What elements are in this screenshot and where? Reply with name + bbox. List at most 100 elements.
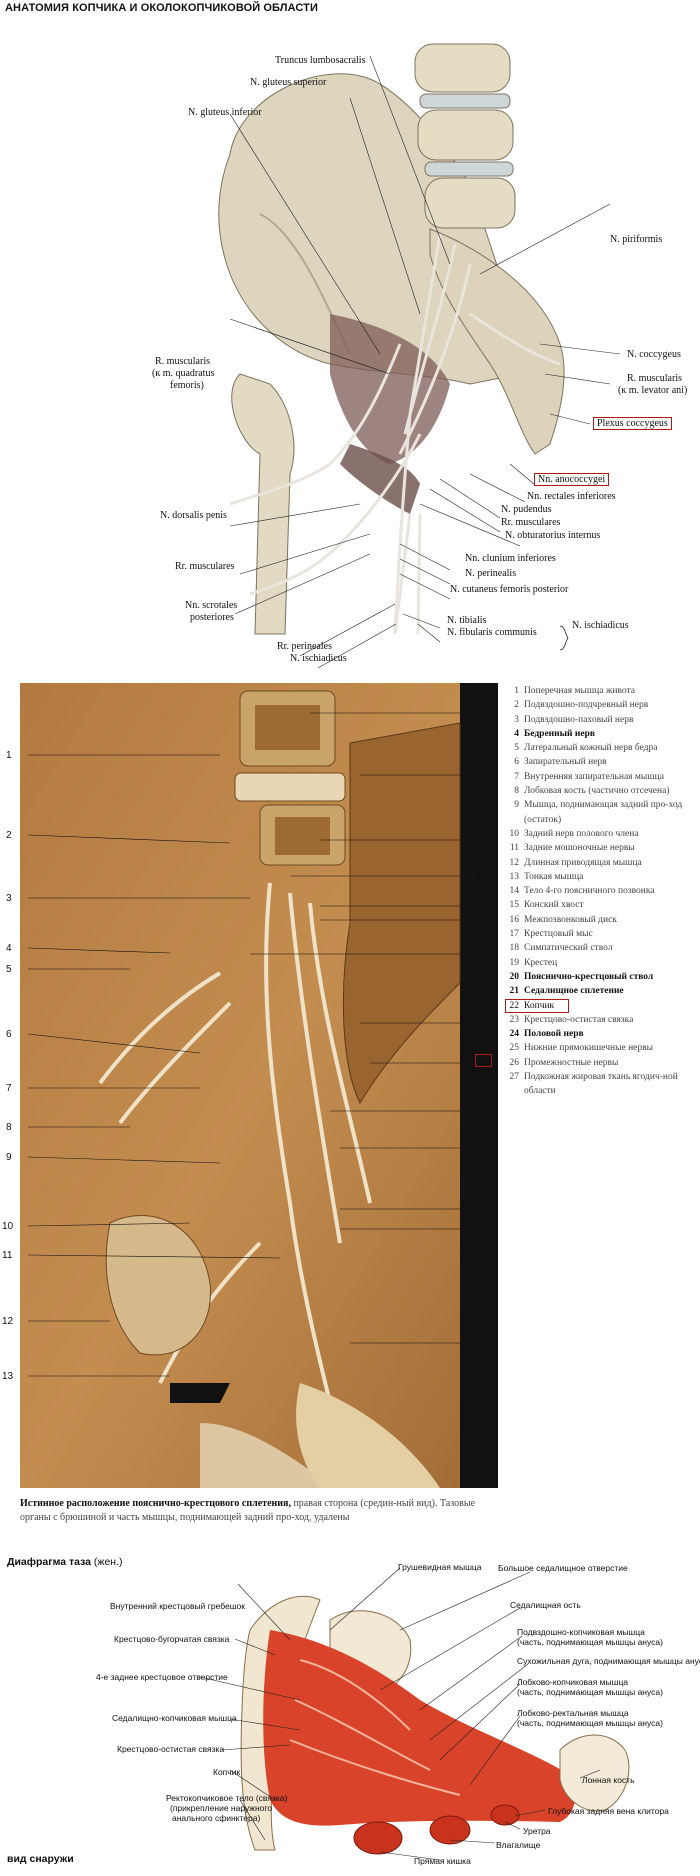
label-podvzdoshno-1: Подвздошно-копчиковая мышца — [517, 1627, 645, 1637]
photo-number-17: 17 — [477, 871, 489, 882]
label-kopchik: Копчик — [213, 1767, 241, 1777]
label-sedalishno-kopchikovaya: Седалищно-копчиковая мышца — [112, 1713, 237, 1723]
label-nn-scrotales-1: Nn. scrotales — [185, 600, 238, 611]
dissection-photo — [20, 683, 498, 1488]
label-n-cutaneus-femoris-posterior: N. cutaneus femoris posterior — [450, 584, 569, 595]
photo-caption: Истинное расположение пояснично-крестцов… — [20, 1498, 476, 1523]
label-vlagalishe: Влагалище — [496, 1840, 541, 1850]
photo-number-6: 6 — [6, 1029, 12, 1040]
photo-number-1: 1 — [6, 750, 12, 761]
label-rektokopchikovoe-2: (прикрепление наружного — [170, 1803, 273, 1813]
label-n-ischiadicus-right: N. ischiadicus — [572, 620, 629, 631]
label-lobkovo-rektalnaya-2: (часть, поднимающая мышцы ануса) — [517, 1718, 663, 1728]
page-title: АНАТОМИЯ КОПЧИКА И ОКОЛОКОПЧИКОВОЙ ОБЛАС… — [5, 2, 318, 14]
pelvic-diaphragm-illustration — [199, 1567, 630, 1861]
photo-number-10: 10 — [2, 1221, 14, 1232]
label-plexus-coccygeus: Plexus coccygeus — [593, 417, 672, 430]
photo-number-25: 25 — [477, 1204, 489, 1215]
label-rektokopchikovoe-1: Ректокопчиковое тело (связка) — [166, 1793, 288, 1803]
photo-number-23: 23 — [477, 1106, 489, 1117]
photo-number-7: 7 — [6, 1083, 12, 1094]
label-n-dorsalis-penis: N. dorsalis penis — [160, 510, 227, 521]
photo-number-21: 21 — [477, 1018, 489, 1029]
label-rr-perineales: Rr. perineales — [277, 641, 332, 652]
view-caption: вид снаружи — [7, 1853, 74, 1865]
label-n-piriformis: N. piriformis — [610, 234, 663, 245]
photo-number-19: 19 — [477, 915, 489, 926]
label-krestsovo-ostistaya: Крестцово-остистая связка — [117, 1744, 225, 1754]
label-r-muscularis-levator-1: R. muscularis — [627, 373, 682, 384]
photo-number-16: 16 — [477, 835, 489, 846]
label-lobkovo-kopchikovaya-1: Лобково-копчиковая мышца — [517, 1677, 629, 1687]
label-rr-musculares-right: Rr. musculares — [501, 517, 561, 528]
label-uretra: Уретра — [523, 1826, 551, 1836]
label-n-coccygeus: N. coccygeus — [627, 349, 681, 360]
label-4-otverstie: 4-е заднее крестцовое отверстие — [96, 1672, 228, 1682]
label-n-obturatorius-internus: N. obturatorius internus — [505, 530, 601, 541]
label-r-muscularis-quadratus-1: R. muscularis — [155, 356, 210, 367]
label-sedalishnaya-ost: Седалищная ость — [510, 1600, 581, 1610]
label-n-pudendus: N. pudendus — [501, 504, 552, 515]
photo-number-20: 20 — [477, 949, 489, 960]
label-n-perinealis: N. perinealis — [465, 568, 517, 579]
label-nn-rectales-inferiores: Nn. rectales inferiores — [527, 491, 616, 502]
photo-number-4: 4 — [6, 943, 12, 954]
label-r-muscularis-levator-2: (к m. levator ani) — [618, 385, 688, 396]
label-bugorchataya-svyazka: Крестцово-бугорчатая связка — [114, 1634, 230, 1644]
photo-number-24: 24 — [477, 1143, 489, 1154]
label-r-muscularis-quadratus-2: (к m. quadratus — [152, 368, 215, 379]
photo-number-27: 27 — [477, 1338, 489, 1349]
label-lonnaya-kost: Лонная кость — [582, 1775, 635, 1785]
label-bolshoe-otverstie: Большое седалищное отверстие — [498, 1563, 628, 1573]
photo-number-3: 3 — [6, 893, 12, 904]
label-lobkovo-rektalnaya-1: Лобково-ректальная мышца — [517, 1708, 629, 1718]
label-pryamaya-kishka: Прямая кишка — [414, 1856, 471, 1866]
label-rektokopchikovoe-3: анального сфинктера) — [172, 1813, 261, 1823]
label-suhozhilnaya-duga: Сухожильная дуга, поднимающая мышцы анус… — [517, 1656, 700, 1666]
photo-number-18: 18 — [477, 901, 489, 912]
pelvis-nerves-illustration — [218, 43, 621, 669]
photo-number-9: 9 — [6, 1152, 12, 1163]
label-rr-musculares-left: Rr. musculares — [175, 561, 235, 572]
label-glubokaya-vena: Глубокая задняя вена клитора — [548, 1806, 669, 1816]
label-n-fibularis-communis: N. fibularis communis — [447, 627, 537, 638]
label-n-tibialis: N. tibialis — [447, 615, 487, 626]
label-lobkovo-kopchikovaya-2: (часть, поднимающая мышцы ануса) — [517, 1687, 663, 1697]
label-n-gluteus-inferior: N. gluteus inferior — [188, 107, 262, 118]
label-nn-anococcygei: Nn. anococcygei — [534, 473, 610, 486]
photo-number-2: 2 — [6, 830, 12, 841]
pelvic-diaphragm-title: Диафрагма таза (жен.) — [7, 1556, 123, 1568]
photo-number-5: 5 — [6, 964, 12, 975]
label-vnutrenniy-greben: Внутренний крестцовый гребешок — [110, 1601, 245, 1611]
label-n-ischiadicus-bottom: N. ischiadicus — [290, 653, 347, 664]
label-podvzdoshno-2: (часть, поднимающая мышцы ануса) — [517, 1637, 663, 1647]
photo-number-22: 22 — [475, 1054, 493, 1067]
photo-number-26: 26 — [477, 1224, 489, 1235]
label-nn-scrotales-2: posteriores — [190, 612, 234, 623]
